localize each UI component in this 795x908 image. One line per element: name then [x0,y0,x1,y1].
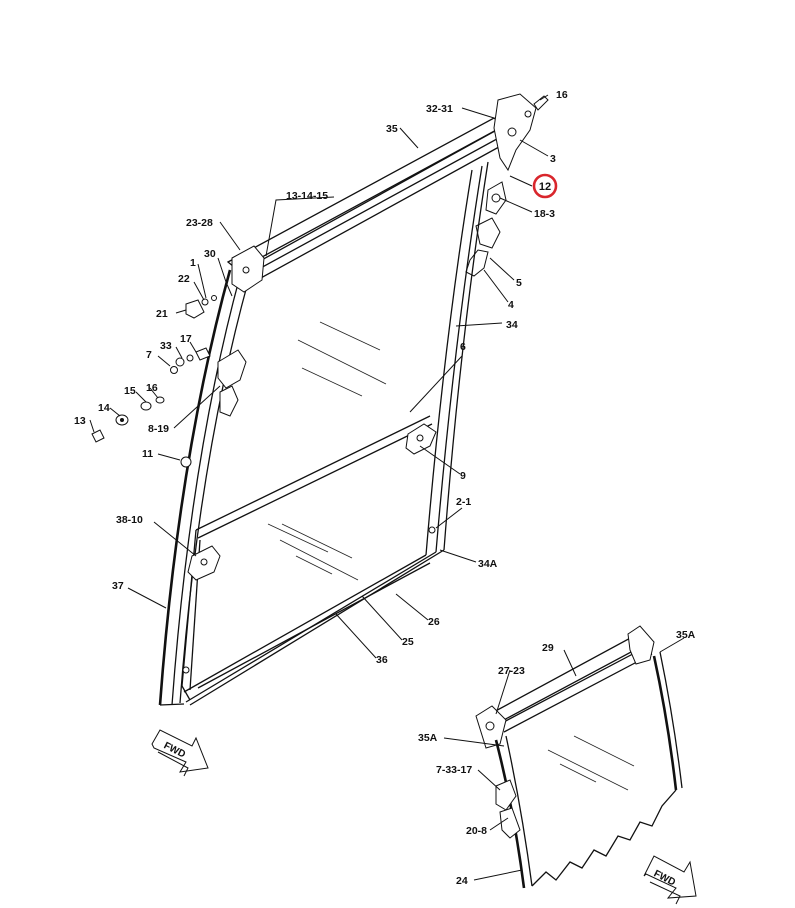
label-33: 33 [160,340,172,352]
label-3: 3 [550,153,556,165]
label-5: 5 [516,277,522,289]
label-35a-top: 35A [676,629,696,641]
main-door-assembly [91,93,549,706]
label-14: 14 [98,402,110,414]
label-7-33-17: 7-33-17 [436,764,472,776]
fwd-arrow-right: FWD [643,855,697,905]
outer-curved-post [158,269,249,706]
inset-right-post [652,651,683,791]
label-24: 24 [456,875,468,887]
label-32-31: 32-31 [426,103,453,115]
reference-labels: 16 32-31 35 3 18-3 13-14-15 23-28 30 1 2… [74,89,696,887]
label-21: 21 [156,308,168,320]
label-25: 25 [402,636,414,648]
label-16: 16 [556,89,568,101]
label-16b: 16 [146,382,158,394]
label-13-14-15: 13-14-15 [286,190,328,202]
label-29: 29 [542,642,554,654]
label-37: 37 [112,580,124,592]
label-34: 34 [506,319,518,331]
inset-hinge [475,625,655,749]
label-1: 1 [190,257,196,269]
door-handles [180,245,437,674]
label-26: 26 [428,616,440,628]
label-7: 7 [146,349,152,361]
label-18-3: 18-3 [534,208,555,220]
top-header-bar [226,117,509,285]
label-9: 9 [460,470,466,482]
label-17: 17 [180,333,192,345]
label-35: 35 [386,123,398,135]
label-23-28: 23-28 [186,217,213,229]
inset-header-bar [488,635,653,733]
inset-glass-reflections [547,735,635,791]
label-38-10: 38-10 [116,514,143,526]
inset-left-post [494,735,533,889]
label-2-1: 2-1 [456,496,471,508]
label-11: 11 [142,448,153,460]
label-35a-left: 35A [418,732,438,744]
inset-torn-edge [531,789,677,887]
label-15: 15 [124,385,136,397]
label-20-8: 20-8 [466,825,487,837]
label-36: 36 [376,654,388,666]
upper-hinge-bracket [465,93,549,277]
lower-frame [181,415,445,706]
label-27-23: 27-23 [498,665,525,677]
label-8-19: 8-19 [148,423,169,435]
label-34a: 34A [478,558,498,570]
inner-right-post [425,161,489,556]
glass-reflections [267,321,387,581]
label-22: 22 [178,273,190,285]
exploded-hardware [91,295,217,443]
label-6: 6 [460,341,466,353]
label-13: 13 [74,415,86,427]
leader-lines [89,94,685,881]
fwd-arrow-left: FWD [151,729,209,777]
label-4: 4 [508,299,514,311]
label-30: 30 [204,248,216,260]
label-12: 12 [539,181,551,193]
highlighted-callout-12: 12 [532,173,558,199]
